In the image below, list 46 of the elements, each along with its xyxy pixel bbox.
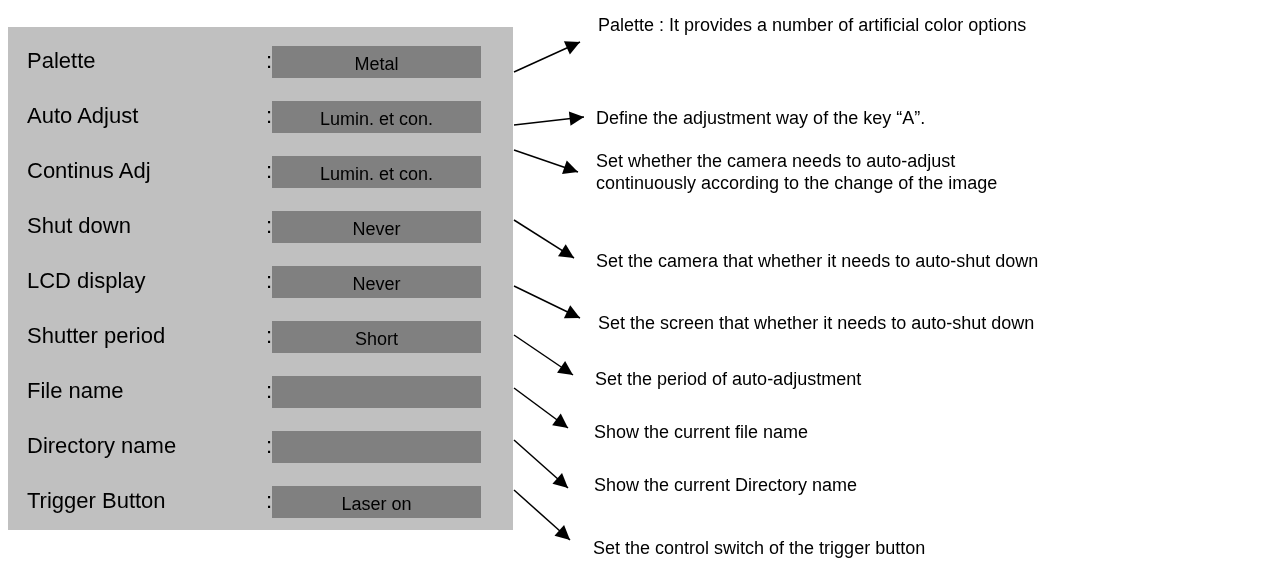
value-field [272, 431, 481, 463]
value-field: Never [272, 211, 481, 243]
setting-label: Trigger Button [27, 488, 166, 514]
colon: : [266, 48, 273, 74]
description-text: Set the screen that whether it needs to auto-shut down [580, 312, 1262, 336]
value-field: Lumin. et con. [272, 156, 481, 188]
colon: : [266, 103, 273, 129]
description-text: Define the adjustment way of the key “A”. [584, 107, 1256, 129]
description-text: Palette : It provides a number of artificial color options [580, 14, 1262, 46]
settings-panel [8, 27, 513, 530]
colon: : [266, 433, 273, 459]
setting-label: Auto Adjust [27, 103, 139, 129]
setting-label: Shutter period [27, 323, 166, 349]
setting-label: Continus Adj [27, 158, 151, 184]
colon: : [266, 268, 273, 294]
value-field [272, 376, 481, 408]
arrow [513, 489, 571, 541]
value-field: Never [272, 266, 481, 298]
description-text: Show the current Directory name [568, 474, 1262, 498]
description-text: Set the period of auto-adjustment [573, 368, 1262, 392]
arrow [513, 219, 575, 259]
description-text: Set whether the camera needs to auto-adjust continuously according to the change of the image [578, 150, 1036, 194]
setting-label: File name [27, 378, 124, 404]
description-text: Show the current file name [568, 421, 1262, 445]
setting-label: Shut down [27, 213, 131, 239]
arrow [513, 41, 581, 73]
arrow [513, 387, 569, 429]
arrow [513, 439, 569, 489]
description-text: Set the camera that whether it needs to auto-shut down [574, 250, 1262, 274]
arrow [513, 334, 574, 376]
colon: : [266, 213, 273, 239]
arrow [513, 285, 581, 319]
arrow [513, 149, 579, 175]
setting-label: Palette [27, 48, 96, 74]
arrow [513, 111, 585, 126]
description-text: Set the control switch of the trigger button [570, 537, 1262, 561]
value-field: Short [272, 321, 481, 353]
colon: : [266, 323, 273, 349]
setting-label: LCD display [27, 268, 146, 294]
value-field: Metal [272, 46, 481, 78]
colon: : [266, 378, 273, 404]
value-field: Laser on [272, 486, 481, 518]
setting-label: Directory name [27, 433, 177, 459]
colon: : [266, 158, 273, 184]
colon: : [266, 488, 273, 514]
value-field: Lumin. et con. [272, 101, 481, 133]
